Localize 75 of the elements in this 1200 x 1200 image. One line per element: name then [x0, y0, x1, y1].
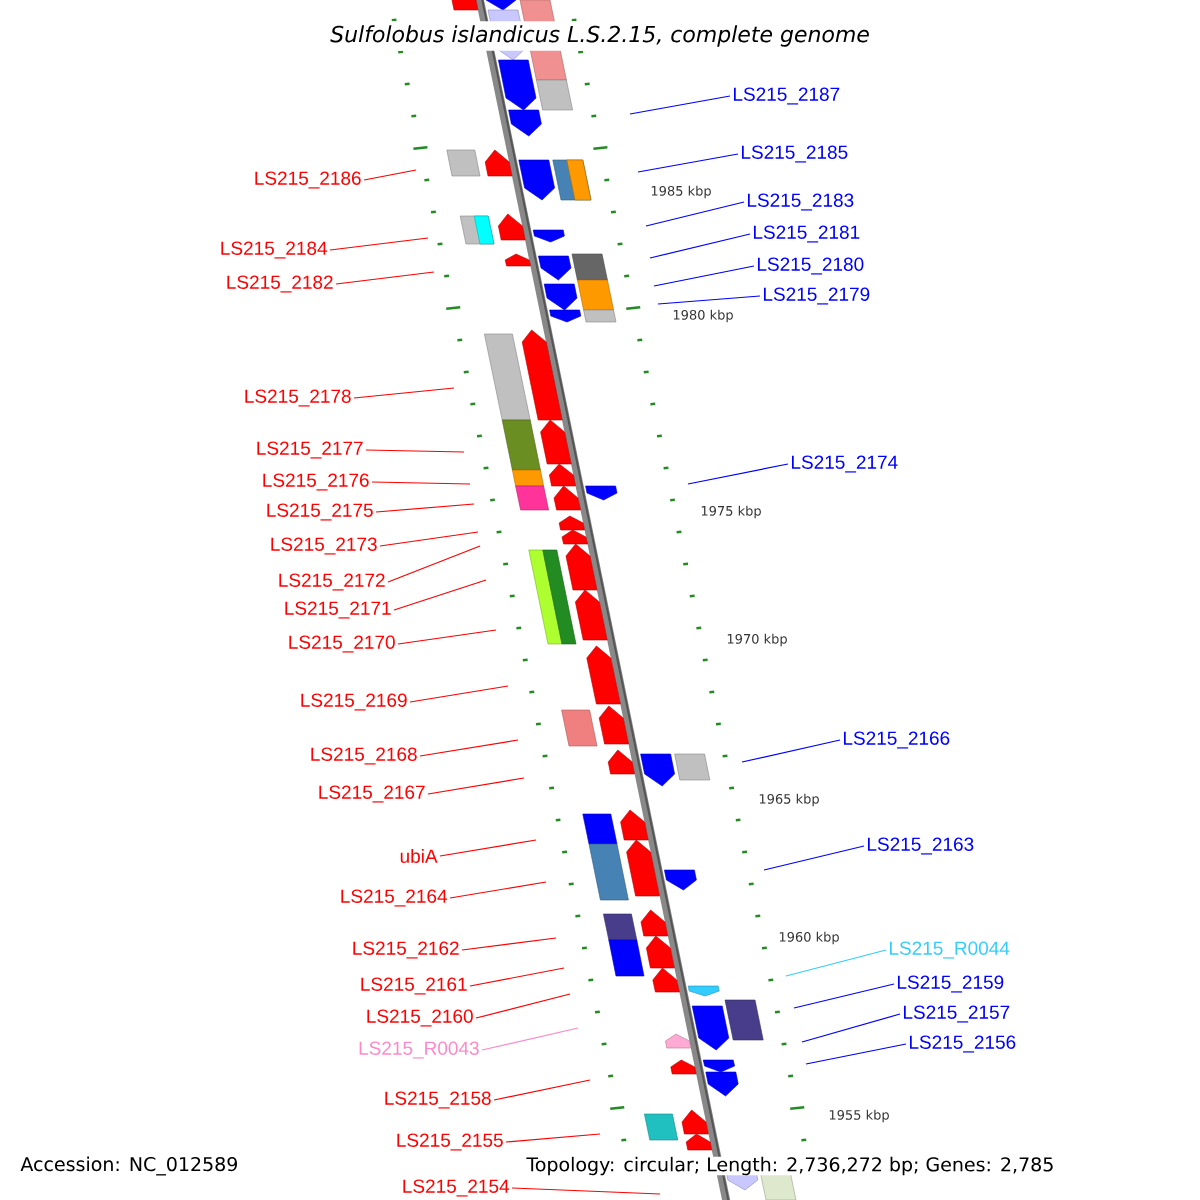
gene-label: LS215_2173	[271, 537, 377, 555]
gene-label: LS215_2158	[385, 1091, 491, 1109]
leader-line	[793, 983, 895, 1009]
gene-label: LS215_2162	[353, 941, 459, 959]
accession-label: Accession: NC_012589	[20, 1156, 239, 1176]
gene-label: LS215_2171	[285, 601, 391, 619]
gene-label: LS215_2175	[267, 503, 373, 521]
leader-line	[645, 201, 745, 227]
leader-line	[511, 1187, 661, 1195]
gene-label: LS215_2161	[361, 977, 467, 995]
gene-label: LS215_2170	[289, 635, 395, 653]
gene-label: LS215_2167	[319, 785, 425, 803]
gene-label: LS215_2181	[754, 225, 860, 243]
leader-line	[629, 95, 731, 115]
leader-line	[461, 937, 557, 951]
leader-line	[353, 387, 455, 399]
leader-line	[469, 967, 565, 987]
leader-line	[379, 531, 479, 547]
leader-line	[481, 1027, 579, 1051]
gene-label: ubiA	[400, 849, 438, 863]
leader-line	[387, 545, 481, 583]
leader-line	[335, 271, 435, 285]
gene-label: LS215_R0043	[359, 1041, 479, 1059]
gene-label: LS215_2185	[742, 145, 848, 163]
leader-line	[637, 153, 739, 173]
gene-label: LS215_2159	[898, 975, 1004, 993]
gene-label: LS215_2166	[844, 731, 950, 749]
leader-line	[475, 993, 571, 1019]
gene-label: LS215_R0044	[890, 941, 1010, 959]
leader-line	[493, 1079, 591, 1101]
leader-line	[763, 845, 865, 871]
gene-label: LS215_2179	[764, 287, 870, 305]
leader-line	[439, 839, 537, 857]
gene-label: LS215_2154	[403, 1179, 509, 1197]
gene-label: LS215_2169	[301, 693, 407, 711]
leader-line	[393, 579, 487, 611]
gene-label: LS215_2155	[397, 1133, 503, 1151]
leader-line	[363, 169, 417, 181]
leader-line	[657, 295, 761, 305]
gene-label: LS215_2163	[868, 837, 974, 855]
gene-label: LS215_2177	[257, 441, 363, 459]
leader-line	[687, 463, 789, 485]
gene-label: LS215_2164	[341, 889, 447, 907]
gene-label: LS215_2160	[367, 1009, 473, 1027]
gene-label: LS215_2168	[311, 747, 417, 765]
gene-label: LS215_2156	[910, 1035, 1016, 1053]
genome-info-label: Topology: circular; Length: 2,736,272 bp; Genes: 2,785	[526, 1156, 1055, 1176]
leader-line	[427, 777, 525, 795]
leader-line	[805, 1043, 907, 1065]
leader-line	[649, 233, 751, 259]
leader-line	[371, 481, 471, 485]
gene-label: LS215_2176	[263, 473, 369, 491]
gene-label: LS215_2172	[279, 573, 385, 591]
gene-label: LS215_2187	[734, 87, 840, 105]
gene-label: LS215_2186	[255, 171, 361, 189]
leader-line	[785, 949, 887, 977]
leader-line	[365, 449, 465, 453]
leader-line	[419, 739, 519, 757]
title: Sulfolobus islandicus L.S.2.15, complete genome	[326, 21, 874, 51]
leader-line	[329, 237, 429, 251]
gene-label: LS215_2174	[792, 455, 898, 473]
leader-line	[397, 629, 497, 645]
gene-label: LS215_2182	[227, 275, 333, 293]
gene-label: LS215_2183	[748, 193, 854, 211]
gene-label: LS215_2157	[904, 1005, 1010, 1023]
leader-line	[653, 265, 755, 287]
leader-line	[801, 1013, 901, 1043]
gene-label: LS215_2178	[245, 389, 351, 407]
leader-line	[375, 503, 475, 513]
leader-line	[741, 739, 841, 763]
leader-line	[449, 881, 547, 899]
gene-label: LS215_2180	[758, 257, 864, 275]
leader-line	[505, 1133, 601, 1143]
gene-label: LS215_2184	[221, 241, 327, 259]
leader-line	[409, 685, 509, 703]
